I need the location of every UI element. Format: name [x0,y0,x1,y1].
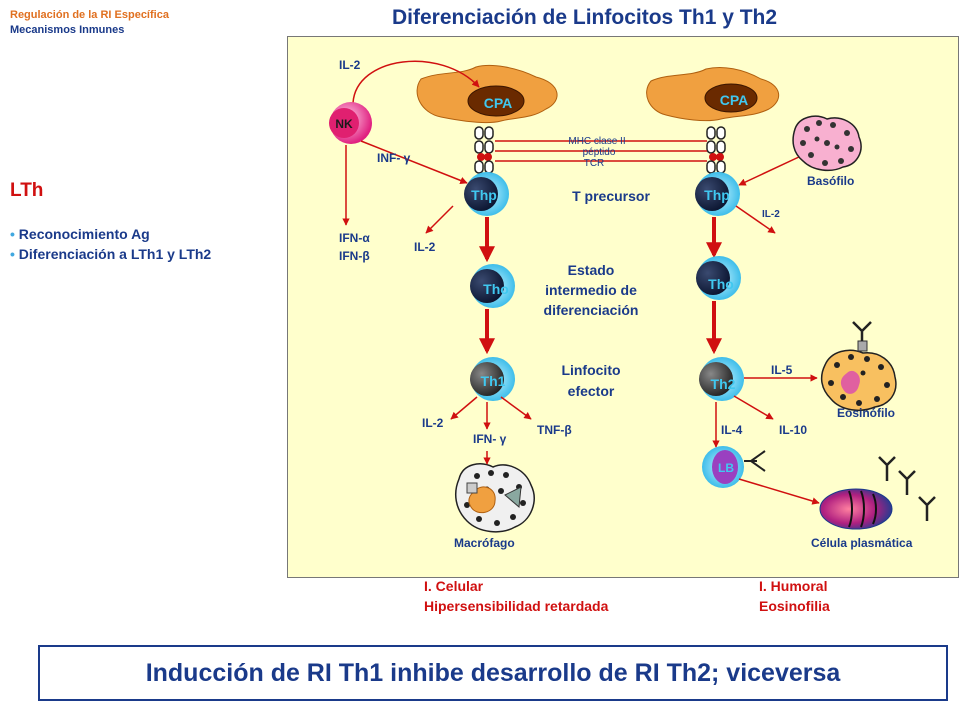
nk-cell: NK [329,102,372,144]
basophil-to-thp-arrow [738,155,802,186]
sidebar-bullet-text: Diferenciación a LTh1 y LTh2 [18,246,212,262]
basophil-cell [792,115,862,172]
sidebar-bullet-2: • Diferenciación a LTh1 y LTh2 [10,246,211,262]
cpa-right-cell: CPA [646,66,779,122]
header-topic: Mecanismos Inmunes [10,24,125,36]
tho-left-cell: Tho [470,264,515,308]
il2-right-label: IL-2 [762,209,780,220]
conclusion-banner: Inducción de RI Th1 inhibe desarrollo de… [38,645,948,701]
cpa-left-cell: CPA [416,64,558,124]
antibody-icon [878,456,936,521]
plasma-cell-label: Célula plasmática [811,536,913,550]
cpa-right-label: CPA [720,92,749,108]
stage-intermediate-line2: intermedio de [545,282,637,298]
tcr-label: TCR [584,158,605,169]
macrophage-label: Macrófago [454,536,515,550]
il2-th1-label: IL-2 [422,416,444,430]
header-subject: Regulación de la RI Específica [10,9,169,21]
plasma-cell [819,488,893,530]
tnf-beta-arrow [500,396,532,420]
outcome-right-line2: Eosinofilia [759,598,830,614]
tnf-beta-label: TNF-β [537,423,572,437]
eosinophil-cell [820,321,897,412]
bullet-dot-icon: • [10,226,15,242]
macrophage-cell [454,463,535,533]
ifn-beta-label: IFN-β [339,249,370,263]
eosinophil-label: Eosinófilo [837,406,895,420]
stage-effector-line2: efector [568,383,615,399]
il10-arrow [733,395,774,420]
outcome-right-line1: I. Humoral [759,578,828,594]
th2-cell: Th2 [699,357,744,401]
ifn-gamma-label: IFN- γ [473,432,507,446]
tho-left-label: Tho [483,281,509,297]
basophil-label: Basófilo [807,174,854,188]
outcome-left-line2: Hipersensibilidad retardada [424,598,609,614]
sidebar-bullet-text: Reconocimiento Ag [18,226,150,242]
receptor-left-icon [474,126,494,174]
tho-right-cell: Tho [696,256,741,300]
lb-to-plasma-arrow [738,478,820,505]
il2-left-arrow [425,205,454,234]
stage-intermediate-line3: diferenciación [544,302,639,318]
il2-right-arrow [735,205,776,234]
stage-intermediate-line1: Estado [568,262,615,278]
lb-cell: LB [702,446,766,488]
diagram-panel: CPA CPA MHC clase II péptido TCR IL-2 NK… [287,36,959,578]
thp-right-label: Thp [704,187,730,203]
receptor-right-icon [706,126,726,174]
differentiation-diagram: CPA CPA MHC clase II péptido TCR IL-2 NK… [329,58,936,550]
ifn-alpha-label: IFN-α [339,231,370,245]
il10-label: IL-10 [779,423,807,437]
il2-loop-arrow [352,60,480,104]
thp-left-label: Thp [471,187,497,203]
th1-label: Th1 [481,373,506,389]
peptide-label: péptido [583,147,616,158]
mhc-label: MHC clase II [568,136,625,147]
il5-label: IL-5 [771,363,793,377]
inf-gamma-arrow [360,140,468,184]
stage-effector-line1: Linfocito [561,362,620,378]
il2-top-label: IL-2 [339,58,361,72]
tho-right-label: Tho [708,276,734,292]
il4-label: IL-4 [721,423,743,437]
sidebar-heading: LTh [10,180,44,201]
il2-th1-arrow [450,396,478,420]
lb-label: LB [718,461,734,475]
th2-label: Th2 [711,376,736,392]
stage-precursor-label: T precursor [572,188,650,204]
cpa-left-label: CPA [484,95,513,111]
page-title: Diferenciación de Linfocitos Th1 y Th2 [392,6,778,29]
conclusion-text: Inducción de RI Th1 inhibe desarrollo de… [145,658,841,687]
il2-left-label: IL-2 [414,240,436,254]
thp-left-cell: Thp [464,172,509,216]
inf-gamma-label: INF- γ [377,151,411,165]
nk-label: NK [335,117,353,131]
th1-cell: Th1 [470,357,515,401]
bullet-dot-icon: • [10,246,15,262]
sidebar-bullet-1: • Reconocimiento Ag [10,226,150,242]
thp-right-cell: Thp [695,172,740,216]
outcome-left-line1: I. Celular [424,578,484,594]
